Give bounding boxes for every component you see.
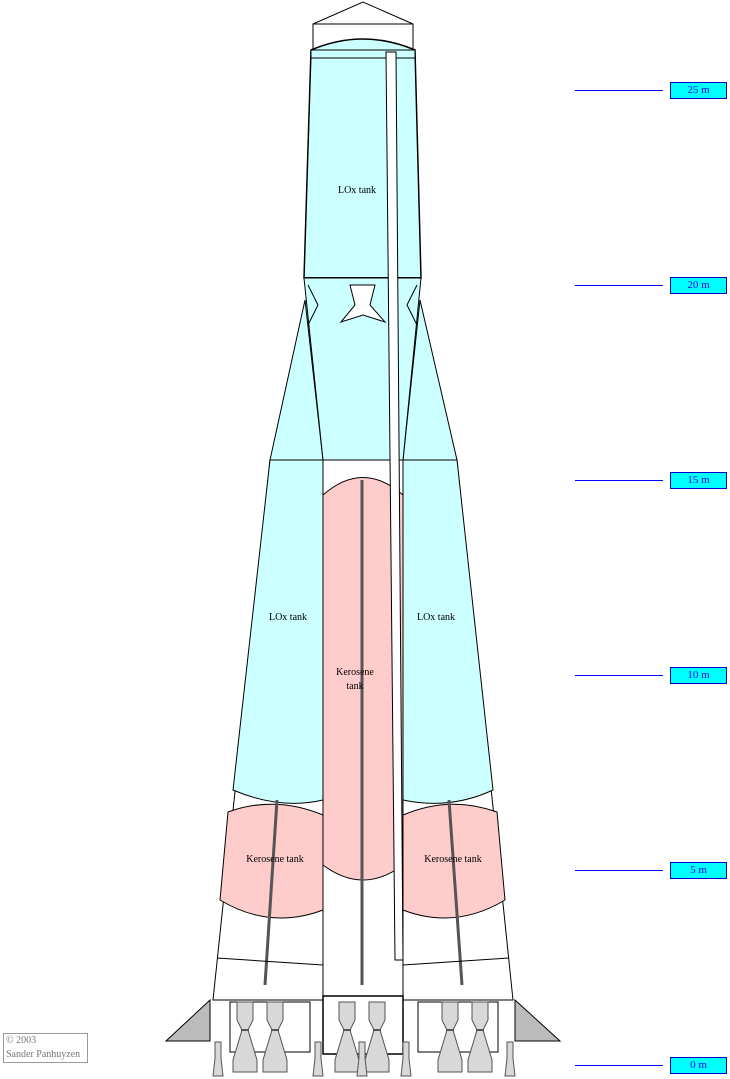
left-lox-tank	[232, 459, 324, 804]
vernier-engine	[400, 1041, 412, 1077]
right-kerosene-label: Kerosene tank	[424, 854, 481, 865]
scale-tick-line	[575, 675, 663, 676]
main-engine-nozzle	[437, 1001, 463, 1073]
scale-tick-line	[575, 90, 663, 91]
core-kerosene-label-1: Kerosene	[336, 667, 374, 678]
scale-label: 10 m	[670, 667, 727, 684]
core-tank-band	[310, 49, 416, 59]
vernier-engine	[312, 1041, 324, 1077]
nose-cone	[312, 1, 414, 25]
main-engine-nozzle	[364, 1001, 390, 1073]
right-fin	[514, 998, 562, 1042]
core-kerosene-label-2: tank	[346, 681, 363, 692]
scale-label: 20 m	[670, 277, 727, 294]
scale-tick-line	[575, 870, 663, 871]
main-engine-nozzle	[467, 1001, 493, 1073]
engines	[212, 1001, 516, 1077]
copyright-author: Sander Panhuyzen	[6, 1049, 81, 1060]
vernier-engine	[504, 1041, 516, 1077]
interstage-detail	[339, 284, 387, 324]
scale-tick-line	[575, 480, 663, 481]
scale-label: 5 m	[670, 862, 727, 879]
vernier-engine	[356, 1041, 368, 1077]
right-ring	[402, 957, 510, 966]
core-lox-feedline	[385, 51, 404, 961]
left-fin	[164, 998, 211, 1042]
scale-tick-line	[575, 1065, 663, 1066]
main-engine-nozzle	[232, 1001, 258, 1073]
strut-detail	[307, 284, 418, 326]
scale-label: 0 m	[670, 1057, 727, 1074]
main-engine-nozzle	[262, 1001, 288, 1073]
copyright-year: © 2003	[6, 1035, 37, 1046]
core-lox-tank	[303, 38, 422, 279]
left-kerosene-label: Kerosene tank	[246, 854, 303, 865]
left-ring	[216, 957, 324, 966]
right-lox-label: LOx tank	[417, 612, 455, 623]
core-lox-label: LOx tank	[338, 185, 376, 196]
right-lox-tank	[402, 459, 494, 804]
scale-label: 15 m	[670, 472, 727, 489]
left-feedline	[263, 799, 279, 986]
vernier-engine	[212, 1041, 224, 1077]
right-feedline	[447, 799, 464, 986]
left-lox-label: LOx tank	[269, 612, 307, 623]
scale-label: 25 m	[670, 82, 727, 99]
scale-tick-line	[575, 285, 663, 286]
copyright-box: © 2003 Sander Panhuyzen	[3, 1033, 88, 1063]
